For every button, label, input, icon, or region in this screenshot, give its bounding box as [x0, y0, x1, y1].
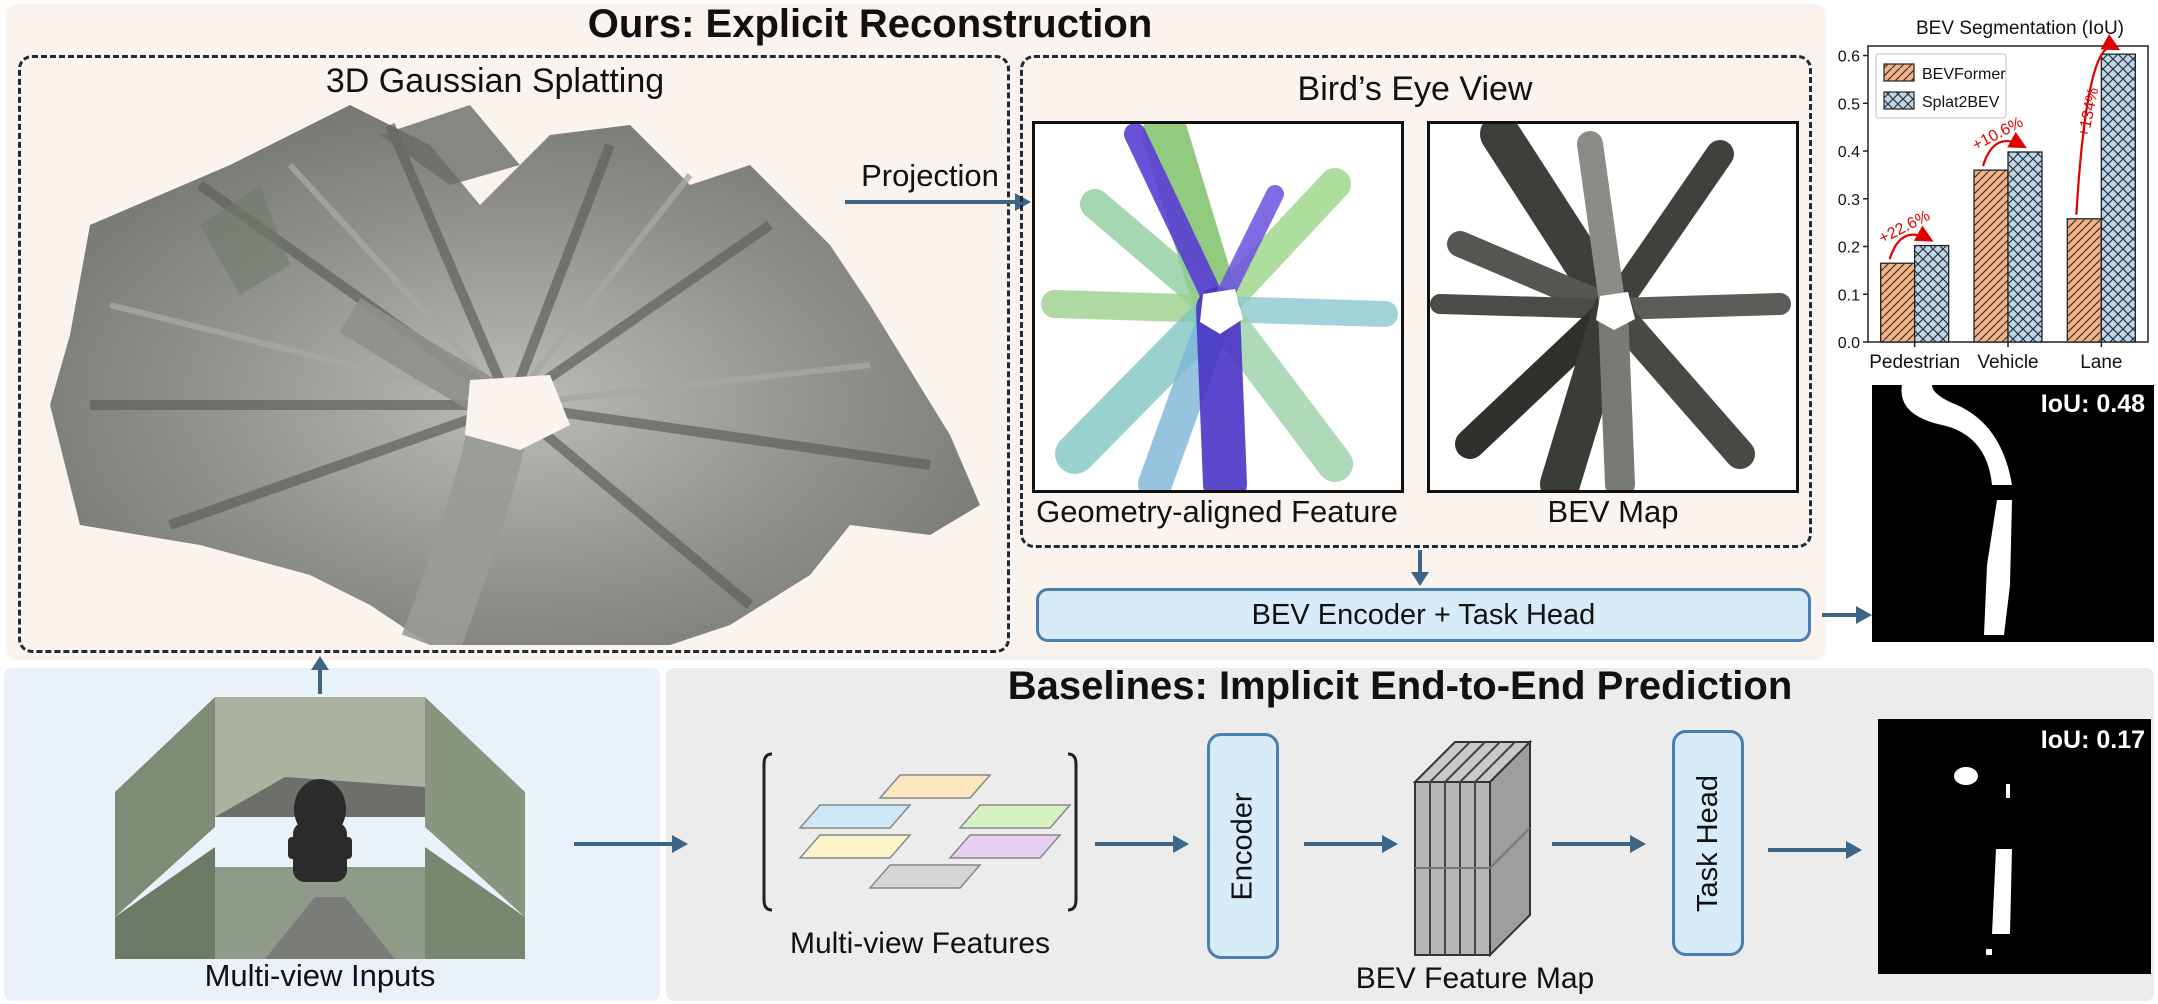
- multi-view-features-label: Multi-view Features: [789, 927, 1051, 960]
- features-to-encoder-arrow: [1095, 835, 1189, 853]
- bar-hatch-bevformer-lane: [2067, 218, 2102, 342]
- bar-hatch-splat2bev-lane: [2101, 54, 2136, 343]
- x-tick-label-lane: Lane: [2080, 352, 2122, 373]
- y-tick-label: 0.3: [1838, 192, 1860, 209]
- legend-swatch-hatch-bevformer: [1884, 64, 1914, 81]
- bev-map-caption: BEV Map: [1547, 494, 1679, 529]
- chart-title: BEV Segmentation (IoU): [1916, 18, 2124, 39]
- legend-label-bevformer: BEVFormer: [1922, 66, 2006, 83]
- y-tick-label: 0.5: [1838, 96, 1860, 113]
- birds-eye-view-title: Bird’s Eye View: [1297, 70, 1533, 108]
- multi-view-camera-images: [115, 697, 525, 959]
- bar-hatch-bevformer-vehicle: [1974, 170, 2008, 342]
- y-tick-label: 0.0: [1838, 335, 1860, 352]
- projection-label: Projection: [861, 158, 999, 193]
- featuremap-to-taskhead-arrow: [1552, 835, 1646, 853]
- legend-swatch-hatch-splat2bev: [1884, 92, 1914, 109]
- baseline-iou-label: IoU: 0.17: [2040, 726, 2145, 754]
- multi-view-features-graphic: [762, 752, 1078, 912]
- y-tick-label: 0.1: [1838, 287, 1860, 304]
- taskhead-to-output-arrow: [1768, 841, 1862, 859]
- bar-hatch-splat2bev-pedestrian: [1914, 245, 1949, 342]
- inputs-to-baseline-arrow: [574, 835, 688, 853]
- ours-iou-label: IoU: 0.48: [2040, 390, 2145, 418]
- x-tick-label-vehicle: Vehicle: [1977, 352, 2038, 373]
- baselines-title: Baselines: Implicit End-to-End Predictio…: [1007, 664, 1793, 708]
- ours-output-arrow: [1822, 606, 1872, 624]
- encoder-to-featuremap-arrow: [1304, 835, 1398, 853]
- y-tick-label: 0.6: [1838, 49, 1860, 66]
- gaussian-splatting-title: 3D Gaussian Splatting: [325, 62, 665, 100]
- task-head-label: Task Head: [1691, 774, 1724, 912]
- bar-hatch-bevformer-pedestrian: [1880, 263, 1915, 342]
- baseline-task-head-block: Task Head: [1672, 730, 1744, 956]
- x-tick-label-pedestrian: Pedestrian: [1869, 352, 1960, 373]
- ours-segmentation-output: [1872, 385, 2154, 642]
- y-tick-label: 0.2: [1838, 240, 1860, 257]
- encoder-label: Encoder: [1226, 791, 1259, 901]
- baseline-encoder-block: Encoder: [1207, 733, 1279, 959]
- ours-title: Ours: Explicit Reconstruction: [587, 2, 1153, 46]
- gaussian-splatting-box: [18, 55, 1010, 653]
- y-tick-label: 0.4: [1838, 144, 1860, 161]
- bev-map-image: [1427, 121, 1799, 493]
- projection-arrow: [845, 193, 1031, 211]
- legend-label-splat2bev: Splat2BEV: [1922, 94, 2000, 111]
- bev-segmentation-chart: BEV Segmentation (IoU) 0.0 0.1 0.2 0.3 0.4 0.…: [1828, 4, 2156, 380]
- baseline-segmentation-output: [1878, 719, 2151, 974]
- geometry-aligned-feature-image: [1032, 121, 1404, 493]
- improvement-arrow-pedestrian: [1888, 225, 1934, 260]
- bev-encoder-task-head-block: BEV Encoder + Task Head: [1036, 588, 1811, 642]
- bev-feature-map-cube: [1412, 739, 1533, 958]
- birds-eye-view-box: [1020, 55, 1812, 548]
- improvement-arrow-lane: [2075, 34, 2121, 215]
- inputs-up-arrow: [311, 656, 329, 694]
- improvement-arrow-vehicle: [1981, 131, 2027, 167]
- bev-down-arrow: [1411, 550, 1429, 586]
- bev-feature-map-label: BEV Feature Map: [1355, 962, 1595, 995]
- multi-view-inputs-label: Multi-view Inputs: [204, 958, 436, 993]
- geometry-aligned-feature-caption: Geometry-aligned Feature: [1036, 494, 1398, 529]
- bar-hatch-splat2bev-vehicle: [2008, 151, 2042, 342]
- gaussian-scene-image: [50, 105, 980, 645]
